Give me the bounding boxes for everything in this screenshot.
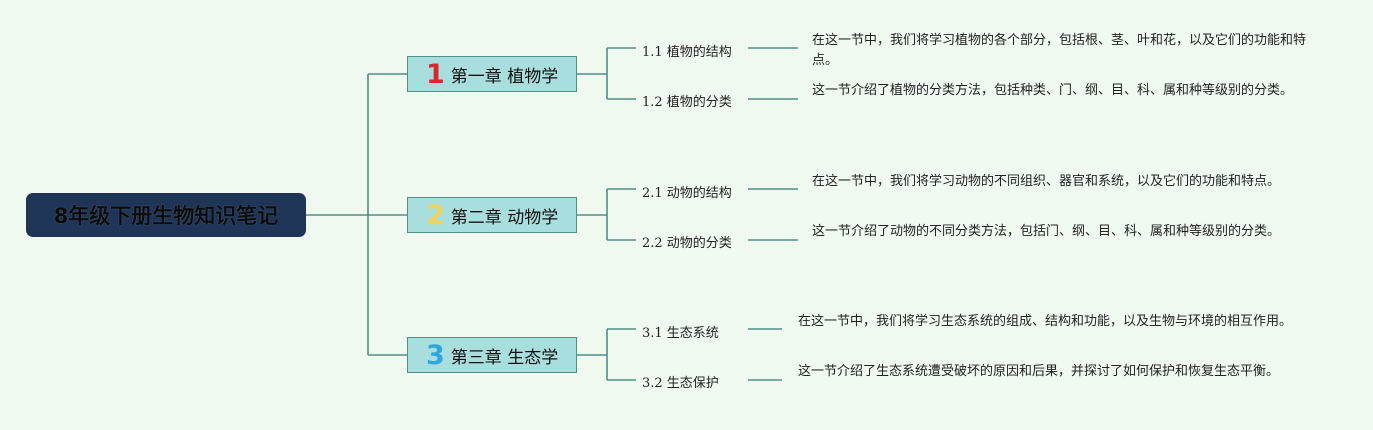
chapter-number-3: 3 [426,339,445,371]
chapter-number-2: 2 [426,199,445,231]
section-desc-2-2: 这一节介绍了动物的不同分类方法，包括门、纲、目、科、属和种等级别的分类。 [812,224,1281,239]
section-label-2-1[interactable]: 2.1 动物的结构 [642,186,732,201]
section-label-3-1[interactable]: 3.1 生态系统 [642,326,719,341]
section-desc-3-2: 这一节介绍了生态系统遭受破坏的原因和后果，并探讨了如何保护和恢复生态平衡。 [798,364,1280,379]
root-title: 8年级下册生物知识笔记 [53,204,279,228]
section-label-1-2[interactable]: 1.2 植物的分类 [642,95,732,110]
chapter-title-3: 第三章 生态学 [450,347,559,368]
chapter-title-2: 第二章 动物学 [450,207,559,228]
section-label-2-2[interactable]: 2.2 动物的分类 [642,236,732,251]
section-desc-2-1: 在这一节中，我们将学习动物的不同组织、器官和系统，以及它们的功能和特点。 [812,174,1281,189]
chapter-node-3[interactable]: 3 第三章 生态学 [407,337,577,373]
section-desc-1-2: 这一节介绍了植物的分类方法，包括种类、门、纲、目、科、属和种等级别的分类。 [812,83,1294,98]
section-desc-1-1: 在这一节中，我们将学习植物的各个部分，包括根、茎、叶和花，以及它们的功能和特点。 [812,33,1307,68]
root-node[interactable]: 8年级下册生物知识笔记 [26,193,306,237]
chapter-node-2[interactable]: 2 第二章 动物学 [407,197,577,233]
chapter-title-1: 第一章 植物学 [450,66,559,87]
section-desc-3-1: 在这一节中，我们将学习生态系统的组成、结构和功能，以及生物与环境的相互作用。 [798,314,1293,329]
chapter-number-1: 1 [426,58,445,90]
section-label-3-2[interactable]: 3.2 生态保护 [642,376,719,391]
section-label-1-1[interactable]: 1.1 植物的结构 [642,45,732,60]
chapter-node-1[interactable]: 1 第一章 植物学 [407,56,577,92]
